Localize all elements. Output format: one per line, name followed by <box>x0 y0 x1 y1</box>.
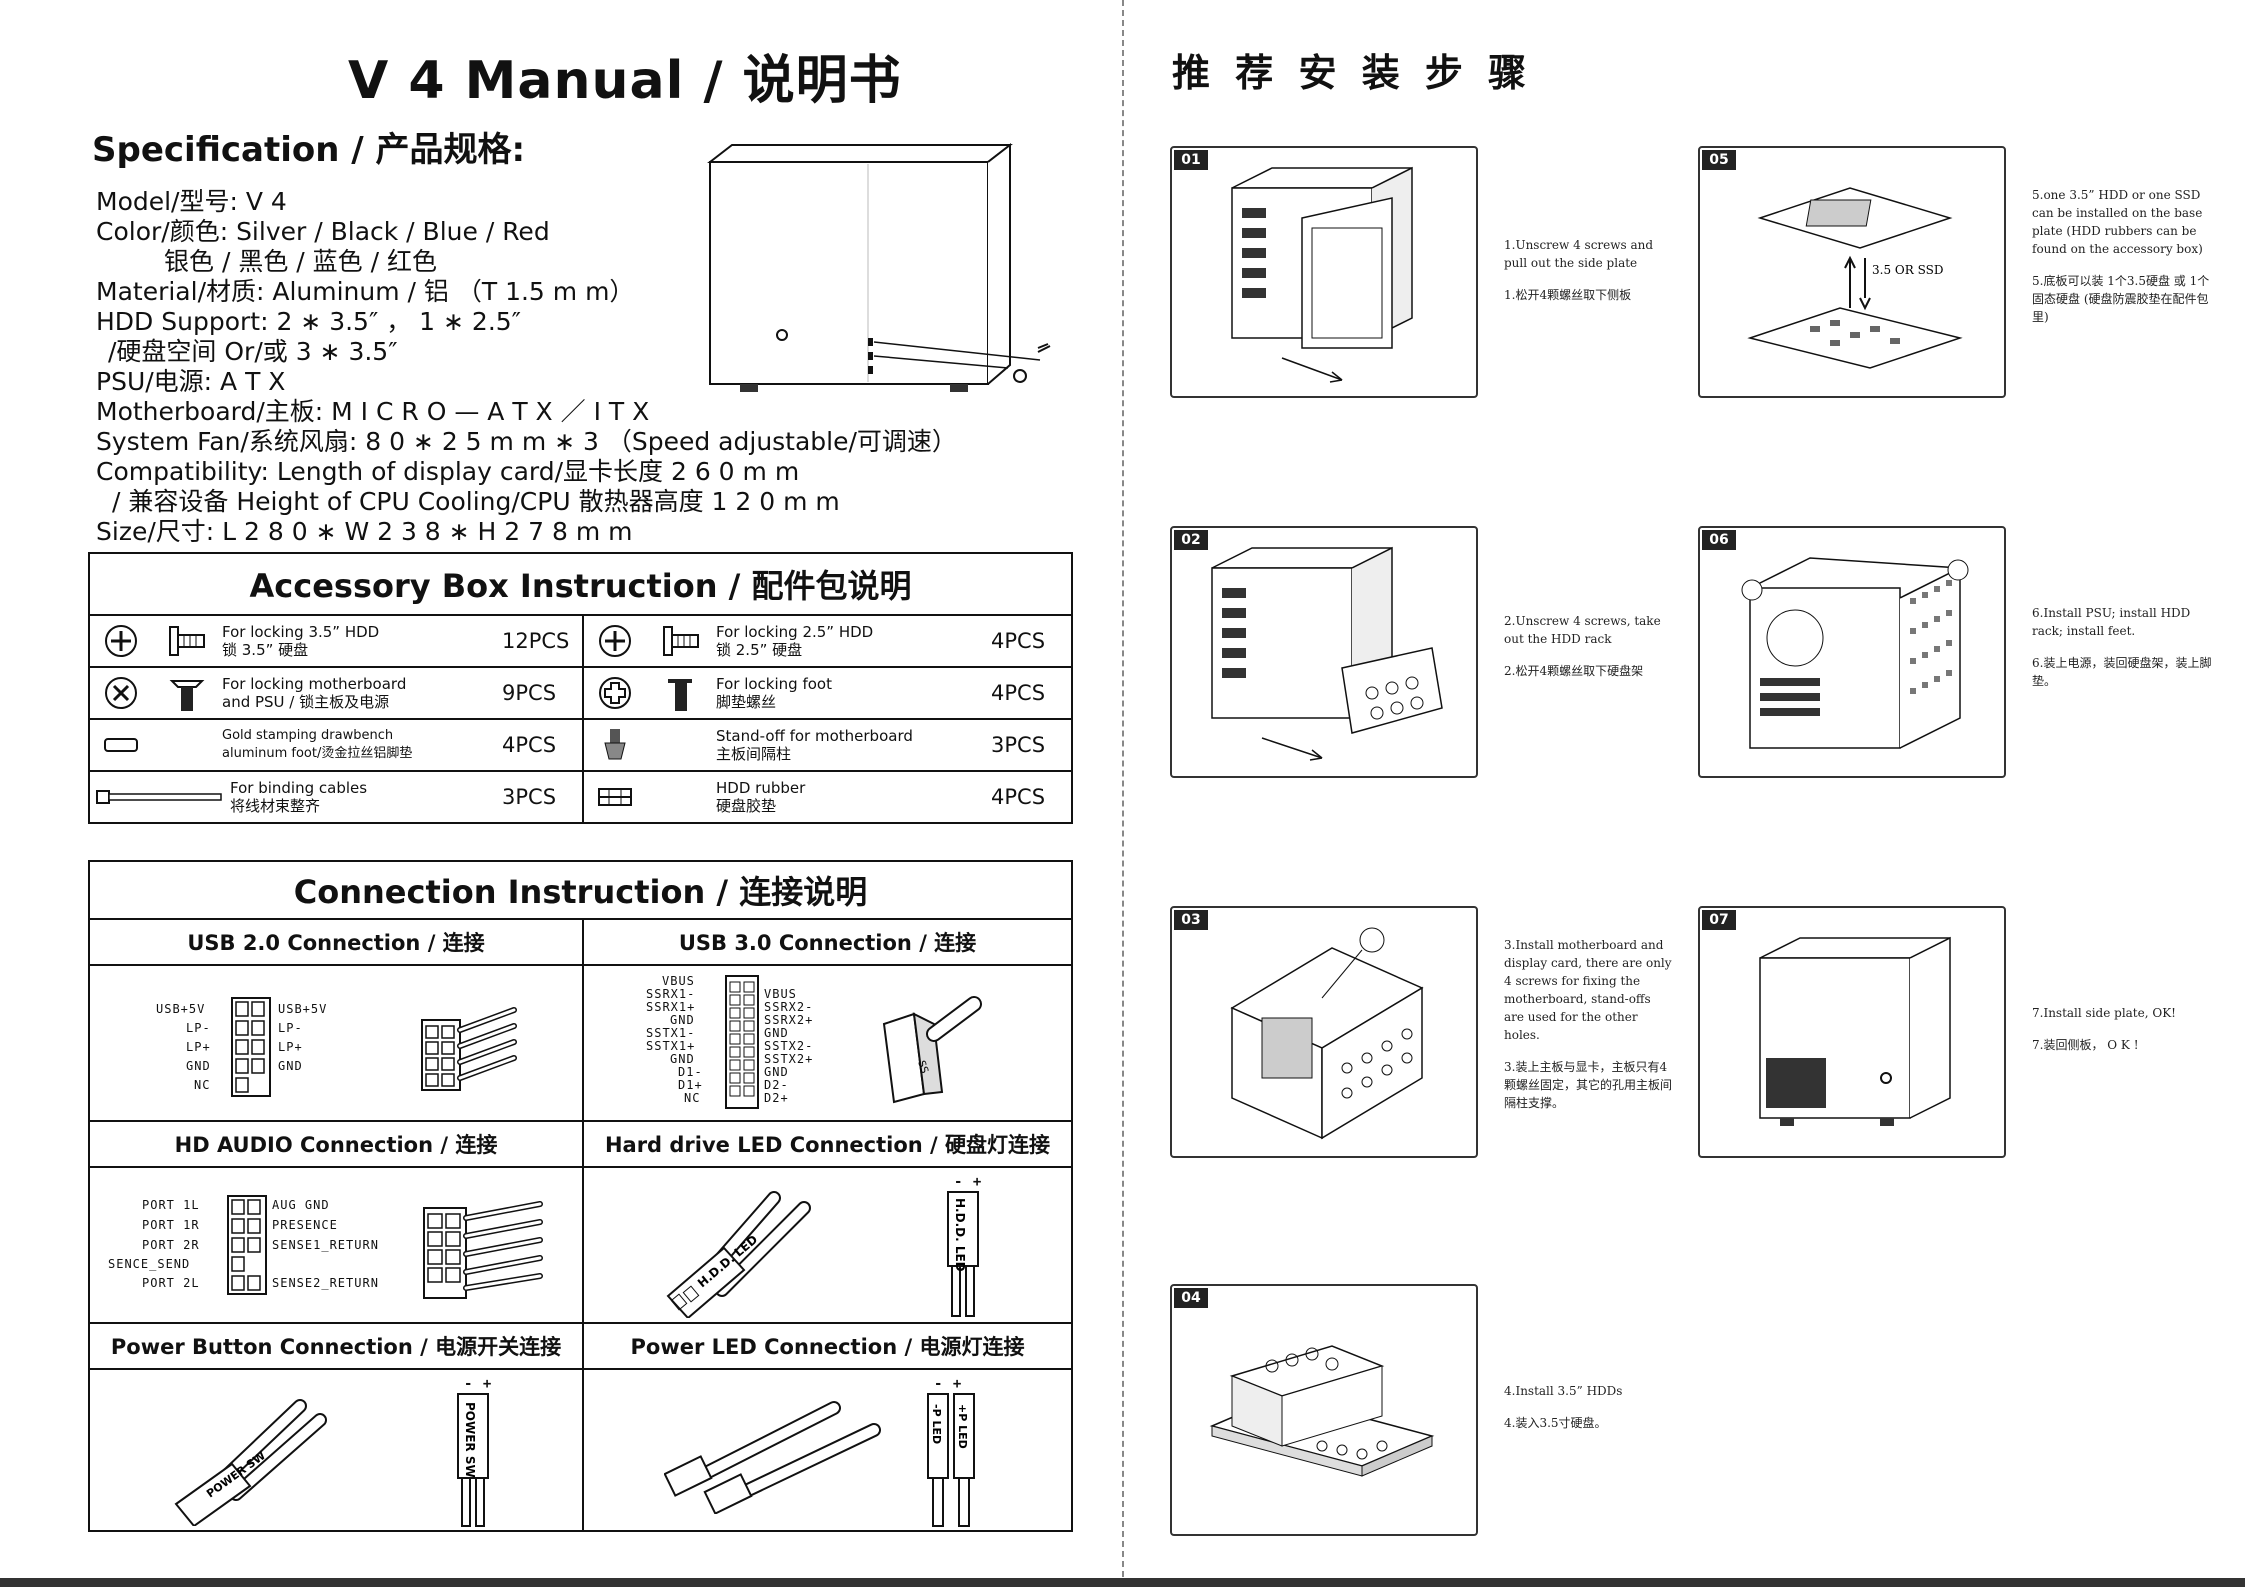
spec-color: Color/颜色: Silver / Black / Blue / Red <box>96 217 550 246</box>
step-02-illustration <box>1211 546 1443 761</box>
usb2-title: USB 2.0 Connection / 连接 <box>88 918 584 966</box>
power-sw-side-icon: POWER SW <box>457 1393 489 1527</box>
standoff-icon <box>604 729 626 760</box>
screw-side-icon <box>169 680 205 711</box>
spec-model: Model/型号: V 4 <box>96 187 287 216</box>
step-05-illustration: 3.5 OR SSD <box>1747 187 1963 369</box>
fold-line <box>1122 0 1124 1587</box>
svg-text:H.D.D. LED: H.D.D. LED <box>953 1198 967 1272</box>
step-04-box: 04 <box>1170 1284 1478 1536</box>
spec-hdd-alt: /硬盘空间 Or/或 3 ∗ 3.5″ <box>108 337 398 366</box>
step-06-illustration <box>1741 557 1969 749</box>
step-07-illustration <box>1759 936 1951 1126</box>
manual-title: V 4 Manual / 说明书 <box>348 51 902 111</box>
power-led-plug-icon <box>664 1401 881 1514</box>
step-03-illustration <box>1230 927 1424 1140</box>
usb2-header-icon <box>231 997 271 1097</box>
svg-text:3.5 OR SSD: 3.5 OR SSD <box>1872 263 1943 277</box>
spec-fan: System Fan/系统风扇: 8 0 ∗ 2 5 m m ∗ 3 （Spee… <box>96 427 957 456</box>
step-01-illustration <box>1231 166 1413 383</box>
screw-hex-icon <box>105 677 137 709</box>
screw-side-icon <box>663 626 699 656</box>
svg-text:POWER SW: POWER SW <box>463 1402 477 1478</box>
step-02-text: 2.Unscrew 4 screws, take out the HDD rac… <box>1504 614 1661 678</box>
power-led-diagram: - + -P LED +P LED <box>582 1368 1073 1532</box>
step-01-box: 01 <box>1170 146 1478 398</box>
spec-material: Material/材质: Aluminum / 铝 （T 1.5 m m） <box>96 277 635 306</box>
usb3-title: USB 3.0 Connection / 连接 <box>582 918 1073 966</box>
spec-size: Size/尺寸: L 2 8 0 ∗ W 2 3 8 ∗ H 2 7 8 m m <box>96 517 633 546</box>
hdd-led-polarity: - + <box>954 1174 983 1190</box>
power-sw-polarity: - + <box>464 1376 493 1392</box>
power-button-diagram: POWER SW - + POWER SW <box>88 1368 584 1532</box>
screw-phillips-icon <box>105 625 137 657</box>
screw-phillips-icon <box>599 625 631 657</box>
connection-table: Connection Instruction / 连接说明 USB 2.0 Co… <box>88 860 1073 1532</box>
spec-motherboard: Motherboard/主板: M I C R O — A T X ／ I T … <box>96 397 650 426</box>
spec-psu: PSU/电源: A T X <box>96 367 286 396</box>
power-sw-plug-icon: POWER SW <box>174 1399 327 1526</box>
connection-title: Connection Instruction / 连接说明 <box>88 860 1073 920</box>
power-led-polarity: - + <box>934 1376 963 1392</box>
step-07-text: 7.Install side plate, OK!7.装回侧板， O K ! <box>2032 1006 2176 1052</box>
step-03-box: 03 <box>1170 906 1478 1158</box>
screw-foot-icon <box>599 677 631 709</box>
foot-icon <box>104 738 138 752</box>
usb2-plug-icon <box>421 1007 517 1091</box>
usb2-diagram: USB+5V LP- LP+ GND NC USB+5V LP- LP+ GND <box>88 964 584 1122</box>
hdd-led-plug-icon: H.D.D. LED <box>666 1191 811 1318</box>
spec-hdd: HDD Support: 2 ∗ 3.5″ ， 1 ∗ 2.5″ <box>96 307 522 336</box>
screw-side-icon <box>668 679 692 711</box>
svg-text:+P LED: +P LED <box>956 1404 969 1449</box>
step-07-box: 07 <box>1698 906 2006 1158</box>
bottom-bar <box>0 1578 2245 1587</box>
spec-compat-cpu: / 兼容设备 Height of CPU Cooling/CPU 散热器高度 1… <box>112 487 840 516</box>
step-06-box: 06 <box>1698 526 2006 778</box>
svg-text:SS: SS <box>915 1059 930 1075</box>
power-button-title: Power Button Connection / 电源开关连接 <box>88 1322 584 1370</box>
power-led-side-icon: -P LED +P LED <box>927 1393 975 1527</box>
step-03-text: 3.Install motherboard and display card, … <box>1504 938 1673 1110</box>
case-drawing <box>707 142 1051 392</box>
spec-compat: Compatibility: Length of display card/显卡… <box>96 457 800 486</box>
audio-header-icon <box>227 1195 267 1295</box>
accessory-title: Accessory Box Instruction / 配件包说明 <box>88 552 1073 616</box>
screw-side-icon <box>169 626 205 656</box>
svg-text:-P LED: -P LED <box>930 1404 943 1444</box>
steps-title: 推 荐 安 装 步 骤 <box>1172 51 1533 95</box>
step-05-text: 5.one 3.5” HDD or one SSD can be install… <box>2032 188 2210 324</box>
audio-plug-icon <box>423 1201 543 1299</box>
rubber-icon <box>598 788 632 806</box>
step-02-box: 02 <box>1170 526 1478 778</box>
hdd-led-side-icon: H.D.D. LED <box>947 1191 979 1317</box>
step-06-text: 6.Install PSU; install HDD rack; install… <box>2032 606 2212 688</box>
step-01-text: 1.Unscrew 4 screws and pull out the side… <box>1504 238 1654 302</box>
usb3-plug-icon: SS <box>882 996 982 1104</box>
accessory-table: Accessory Box Instruction / 配件包说明 For lo… <box>88 552 1073 824</box>
hdd-led-diagram: H.D.D. LED - + H.D.D. LED <box>582 1166 1073 1324</box>
spec-title: Specification / 产品规格: <box>92 130 526 170</box>
usb3-header-icon <box>725 975 759 1109</box>
usb3-diagram: VBUS SSRX1- SSRX1+ GND SSTX1- SSTX1+ GND… <box>582 964 1073 1122</box>
spec-color-cn: 银色 / 黑色 / 蓝色 / 红色 <box>164 247 437 276</box>
cable-tie-icon <box>96 790 222 804</box>
audio-title: HD AUDIO Connection / 连接 <box>88 1120 584 1168</box>
audio-diagram: PORT 1L PORT 1R PORT 2R SENCE_SEND PORT … <box>88 1166 584 1324</box>
step-04-illustration <box>1209 1345 1435 1477</box>
step-05-box: 05 3.5 OR SSD <box>1698 146 2006 398</box>
power-led-title: Power LED Connection / 电源灯连接 <box>582 1322 1073 1370</box>
hdd-led-title: Hard drive LED Connection / 硬盘灯连接 <box>582 1120 1073 1168</box>
